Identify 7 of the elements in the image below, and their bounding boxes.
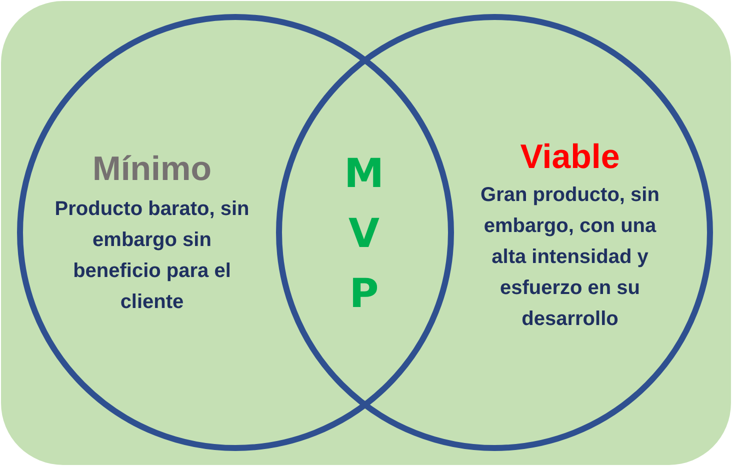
- circle-description: Producto barato, sin embargo sin beneficio para el cliente: [54, 197, 250, 315]
- venn-circle: [17, 14, 454, 451]
- acronym-text: M V P: [343, 150, 385, 319]
- circle-heading: Viable: [519, 137, 621, 178]
- circle-heading: Mínimo: [92, 149, 212, 190]
- circle-description: Gran producto, sin embargo, con una alta intensidad y esfuerzo en su desarrollo: [480, 183, 660, 332]
- venn-circle: [276, 14, 713, 451]
